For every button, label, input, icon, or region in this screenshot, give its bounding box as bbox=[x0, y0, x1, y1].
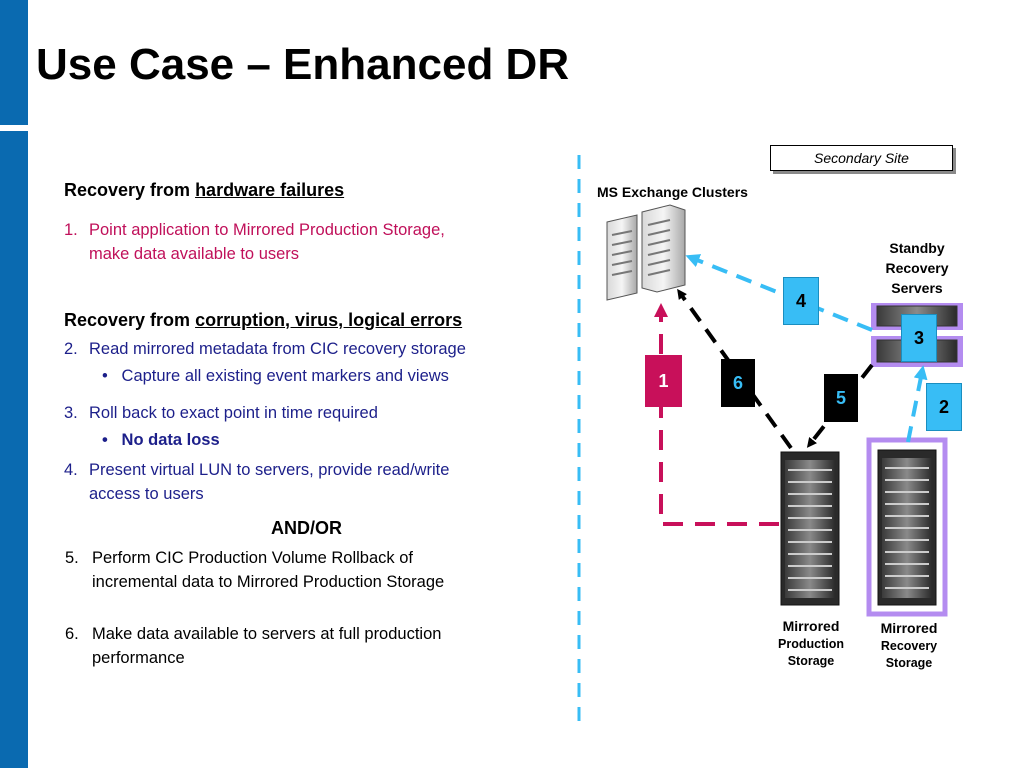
step-2-text: Read mirrored metadata from CIC recovery… bbox=[89, 340, 466, 358]
step-6-item: 6. Make data available to servers at ful… bbox=[65, 622, 565, 670]
mirrored-recovery-label: Mirrored Recovery Storage bbox=[858, 618, 960, 672]
secondary-site-label: Secondary Site bbox=[770, 145, 953, 171]
step-2-item: 2. Read mirrored metadata from CIC recov… bbox=[64, 337, 564, 361]
step-6-badge: 6 bbox=[721, 359, 755, 407]
step-4-badge: 4 bbox=[783, 277, 819, 325]
mirrored-rec-line-1: Mirrored bbox=[880, 620, 938, 636]
step-5-item: 5. Perform CIC Production Volume Rollbac… bbox=[65, 546, 565, 594]
ms-exchange-label: MS Exchange Clusters bbox=[597, 184, 748, 200]
and-or-label: AND/OR bbox=[271, 518, 342, 538]
step-2-bullet: • Capture all existing event markers and… bbox=[102, 367, 449, 385]
step-3-item: 3. Roll back to exact point in time requ… bbox=[64, 401, 564, 425]
standby-line-3: Servers bbox=[891, 280, 943, 296]
step-3-number: 3. bbox=[64, 404, 78, 422]
ms-exchange-servers-icon bbox=[606, 204, 686, 301]
mirrored-prod-line-2: Production bbox=[778, 637, 844, 651]
heading-prefix: Recovery from bbox=[64, 310, 196, 330]
sidebar-bar-top bbox=[0, 0, 28, 125]
step-2-number: 2. bbox=[64, 340, 78, 358]
mirrored-recovery-storage-icon bbox=[877, 449, 937, 606]
step-4-path bbox=[685, 254, 873, 332]
step-6-path bbox=[677, 288, 793, 450]
step-1-line2: make data available to users bbox=[89, 245, 300, 263]
step-2-bullet-text: Capture all existing event markers and v… bbox=[121, 367, 449, 385]
standby-servers-label: Standby Recovery Servers bbox=[862, 238, 972, 298]
mirrored-prod-line-1: Mirrored bbox=[782, 618, 840, 634]
standby-line-1: Standby bbox=[889, 240, 945, 256]
step-3-bullet-text: No data loss bbox=[121, 431, 220, 449]
step-4-line2: access to users bbox=[89, 485, 204, 503]
corruption-link: corruption, virus, logical errors bbox=[195, 310, 463, 330]
step-3-text: Roll back to exact point in time require… bbox=[89, 404, 378, 422]
step-3-bullet: • No data loss bbox=[102, 431, 220, 449]
step-2-path bbox=[906, 365, 928, 443]
step-5-badge: 5 bbox=[824, 374, 858, 422]
sidebar-bar-bottom bbox=[0, 131, 28, 768]
mirrored-production-storage-icon bbox=[780, 451, 840, 606]
step-1-path bbox=[654, 303, 779, 526]
step-3-badge: 3 bbox=[901, 314, 937, 362]
step-6-line1: Make data available to servers at full p… bbox=[92, 625, 442, 643]
mirrored-rec-line-3: Storage bbox=[885, 656, 933, 670]
step-5-line1: Perform CIC Production Volume Rollback o… bbox=[92, 549, 413, 567]
corruption-heading: Recovery from corruption, virus, logical… bbox=[64, 310, 462, 331]
mirrored-prod-line-3: Storage bbox=[787, 654, 835, 668]
step-5-number: 5. bbox=[65, 549, 79, 567]
step-1-item: 1. Point application to Mirrored Product… bbox=[64, 218, 544, 266]
step-1-badge: 1 bbox=[645, 355, 682, 407]
step-6-number: 6. bbox=[65, 625, 79, 643]
slide-title: Use Case – Enhanced DR bbox=[36, 40, 570, 89]
step-2-badge: 2 bbox=[926, 383, 962, 431]
step-4-line1: Present virtual LUN to servers, provide … bbox=[89, 461, 450, 479]
mirrored-rec-line-2: Recovery bbox=[880, 639, 938, 653]
hardware-failures-link: hardware failures bbox=[195, 180, 345, 200]
step-4-item: 4. Present virtual LUN to servers, provi… bbox=[64, 458, 564, 506]
step-4-number: 4. bbox=[64, 461, 78, 479]
step-6-line2: performance bbox=[92, 649, 185, 667]
heading-prefix: Recovery from bbox=[64, 180, 196, 200]
hardware-failures-heading: Recovery from hardware failures bbox=[64, 180, 344, 201]
step-5-line2: incremental data to Mirrored Production … bbox=[92, 573, 445, 591]
mirrored-production-label: Mirrored Production Storage bbox=[760, 616, 862, 670]
step-1-number: 1. bbox=[64, 221, 78, 239]
standby-line-2: Recovery bbox=[885, 260, 949, 276]
step-5-path bbox=[806, 363, 874, 448]
step-1-line1: Point application to Mirrored Production… bbox=[89, 221, 445, 239]
